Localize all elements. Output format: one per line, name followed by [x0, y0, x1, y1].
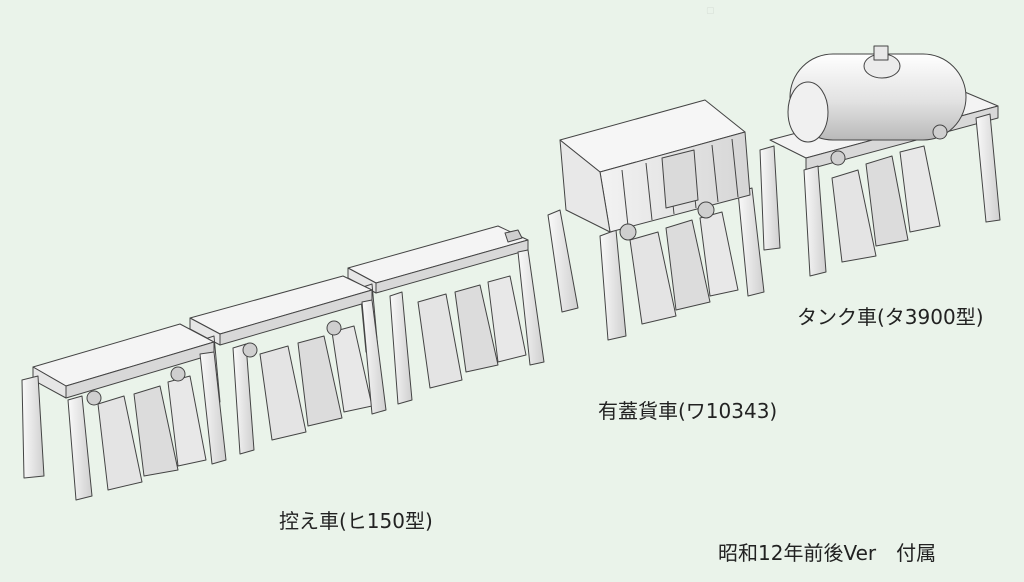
label-tankcar: タンク車(タ3900型): [797, 305, 984, 329]
label-footer: 昭和12年前後Ver 付属: [718, 541, 937, 565]
tankcar-ta: [759, 45, 1001, 277]
label-hikae-sha: 控え車(ヒ150型): [279, 509, 433, 533]
trestle-hikae-3: [347, 225, 545, 405]
corner-watermark-icon: ▢: [706, 6, 715, 16]
trestle-hikae-1: [21, 323, 227, 501]
boxcar-wa: [547, 99, 765, 341]
label-boxcar: 有蓋貨車(ワ10343): [598, 399, 778, 423]
